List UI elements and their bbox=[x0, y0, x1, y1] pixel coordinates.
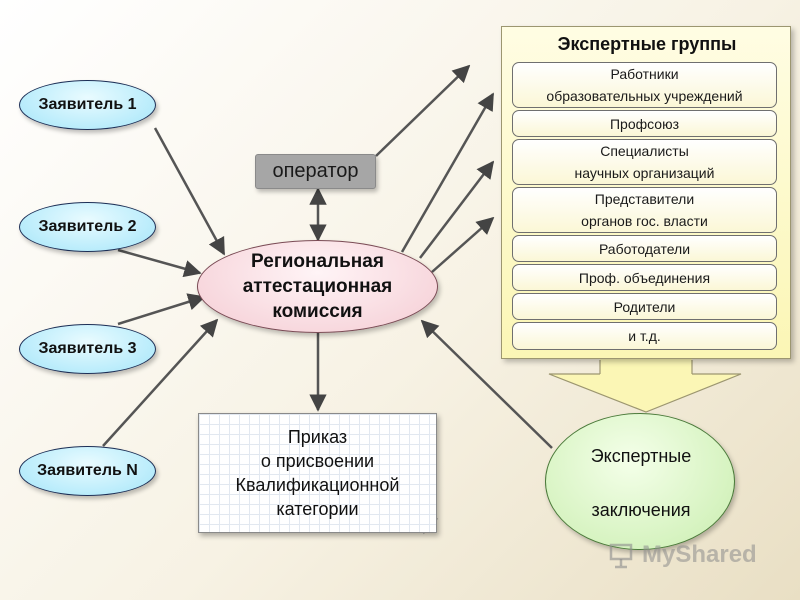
arrow-applicant-1 bbox=[153, 127, 226, 256]
arrow-applicant-3 bbox=[117, 293, 206, 326]
applicant-1-label: Заявитель 1 bbox=[38, 96, 137, 113]
applicant-3-label: Заявитель 3 bbox=[38, 340, 137, 357]
expert-groups-title: Экспертные группы bbox=[557, 34, 737, 54]
conclusions-line-2: заключения bbox=[591, 500, 691, 520]
applicant-1: Заявитель 1 bbox=[19, 80, 156, 130]
group-item-parents: Родители bbox=[512, 293, 777, 320]
commission-line-2: аттестационная bbox=[242, 276, 393, 297]
group-item-employers-label: Работодатели bbox=[598, 240, 691, 257]
order-line-4: категории bbox=[276, 499, 359, 519]
watermark: MyShared bbox=[608, 538, 768, 572]
group-item-scientists-line-2: научных организаций bbox=[574, 165, 715, 181]
group-item-scientists: Специалисты научных организаций bbox=[512, 139, 777, 185]
applicant-n-label: Заявитель N bbox=[37, 462, 138, 479]
order-line-1: Приказ bbox=[287, 427, 348, 447]
group-item-government-line-2: органов гос. власти bbox=[581, 213, 708, 229]
arrow-conclusions-commission bbox=[420, 319, 553, 449]
order-line-2: о присвоении bbox=[260, 451, 375, 471]
applicant-3: Заявитель 3 bbox=[19, 324, 156, 374]
group-item-scientists-line-1: Специалисты bbox=[600, 143, 689, 159]
arrow-commission-groups-1 bbox=[375, 64, 471, 157]
commission-line-1: Региональная bbox=[251, 251, 384, 272]
group-item-educators-line-2: образовательных учреждений bbox=[546, 88, 743, 104]
operator-box: оператор bbox=[255, 154, 376, 189]
group-item-professional-associations: Проф. объединения bbox=[512, 264, 777, 291]
order-line-3: Квалификационной bbox=[235, 475, 400, 495]
arrow-applicant-2 bbox=[117, 248, 202, 278]
operator-label: оператор bbox=[272, 160, 359, 182]
group-item-etc: и т.д. bbox=[512, 322, 777, 350]
group-item-educators-line-1: Работники bbox=[610, 66, 679, 82]
arrow-commission-groups-2 bbox=[400, 92, 495, 253]
group-item-etc-label: и т.д. bbox=[628, 328, 661, 344]
arrow-applicant-n bbox=[102, 318, 219, 447]
applicant-2: Заявитель 2 bbox=[19, 202, 156, 252]
regional-commission: Региональная аттестационная комиссия bbox=[197, 240, 438, 333]
group-item-parents-label: Родители bbox=[613, 298, 676, 315]
group-item-educators: Работники образовательных учреждений bbox=[512, 62, 777, 108]
conclusions-line-1: Экспертные bbox=[590, 446, 692, 466]
watermark-text: MyShared bbox=[642, 541, 757, 568]
group-item-employers: Работодатели bbox=[512, 235, 777, 262]
presentation-icon bbox=[609, 543, 633, 569]
expert-conclusions: Экспертные заключения bbox=[545, 413, 735, 550]
commission-line-3: комиссия bbox=[272, 301, 363, 322]
applicant-2-label: Заявитель 2 bbox=[38, 218, 137, 235]
big-down-arrow bbox=[548, 373, 742, 413]
applicant-n: Заявитель N bbox=[19, 446, 156, 496]
order-document: Приказ о присвоении Квалификационной кат… bbox=[198, 413, 437, 533]
group-item-professional-associations-label: Проф. объединения bbox=[578, 269, 711, 286]
group-item-government: Представители органов гос. власти bbox=[512, 187, 777, 233]
arrow-commission-groups-3 bbox=[419, 160, 495, 259]
group-item-union: Профсоюз bbox=[512, 110, 777, 137]
group-item-government-line-1: Представители bbox=[594, 191, 695, 207]
arrow-commission-groups-4 bbox=[431, 216, 495, 273]
group-item-union-label: Профсоюз bbox=[609, 115, 679, 132]
